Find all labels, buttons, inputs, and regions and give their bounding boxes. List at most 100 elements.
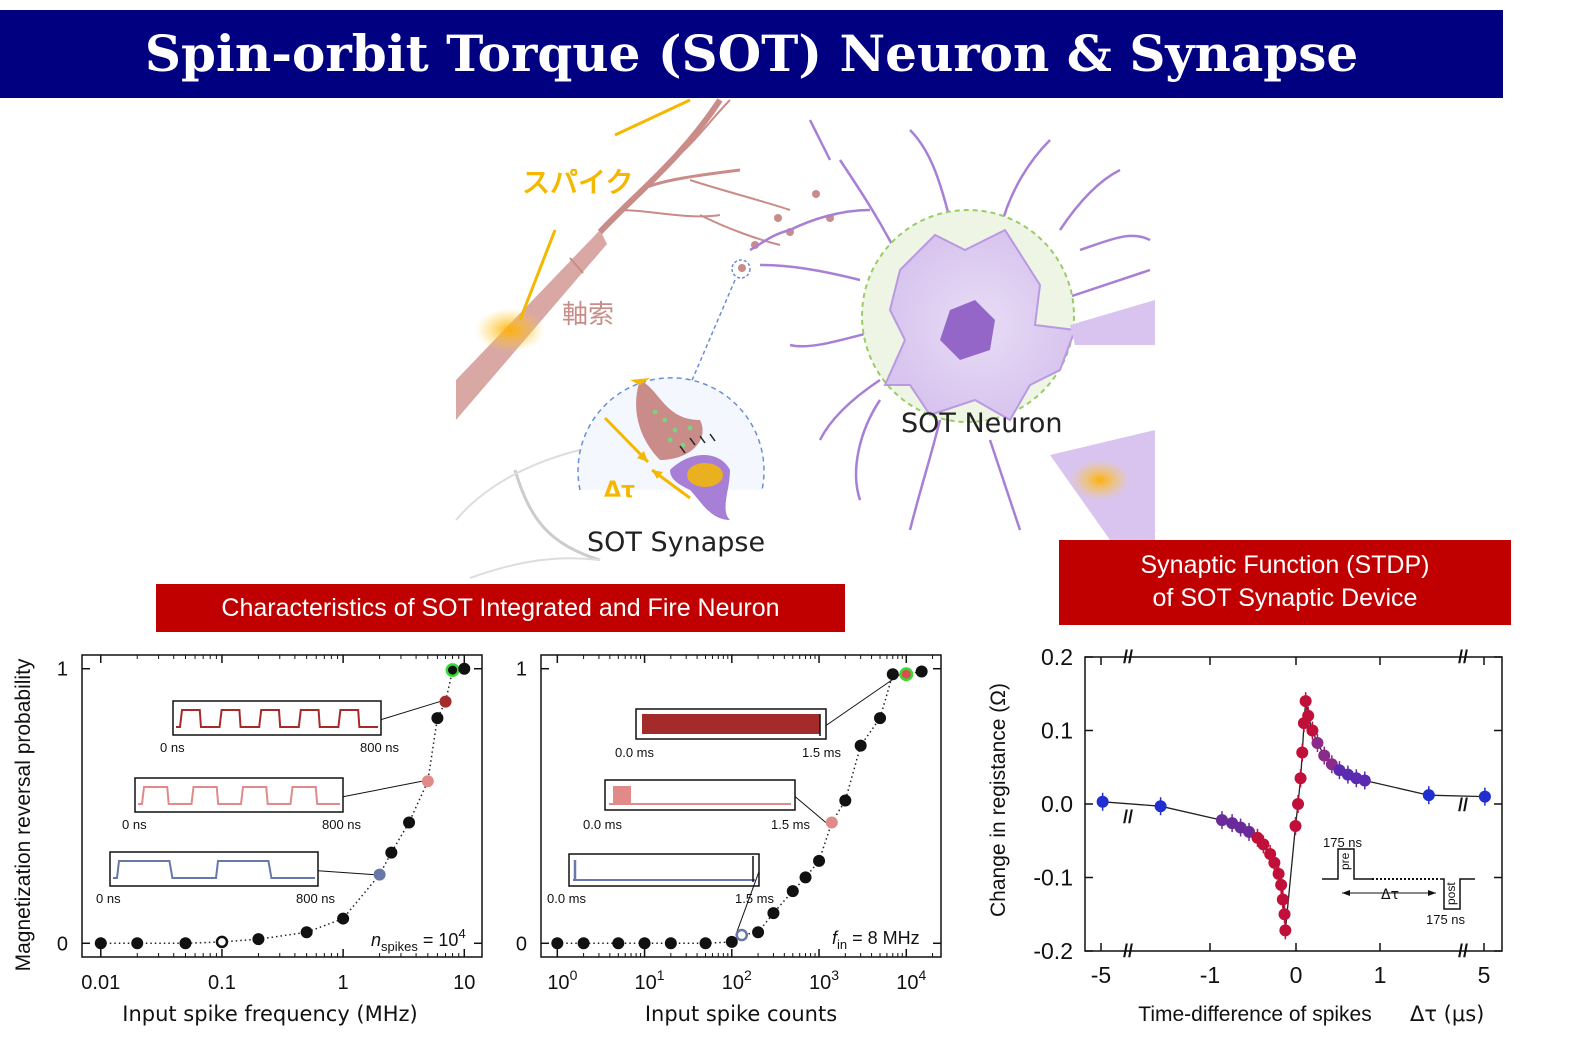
inset-trace — [613, 786, 631, 804]
x-tick-label: 104 — [896, 967, 926, 994]
data-point — [825, 816, 838, 829]
data-point — [215, 935, 229, 949]
data-point — [1154, 800, 1167, 813]
data-point — [1478, 790, 1491, 803]
data-point — [1306, 724, 1319, 737]
inset-box — [568, 853, 760, 887]
y-tick-label: -0.2 — [1033, 938, 1073, 964]
data-point — [252, 933, 265, 946]
inset-end-label: 1.5 ms — [735, 891, 775, 906]
neuron-section-header: Characteristics of SOT Integrated and Fi… — [156, 584, 845, 632]
data-point — [1299, 695, 1312, 708]
y-tick-label: 0.0 — [1041, 791, 1073, 817]
chart1-frame — [81, 654, 483, 958]
inset-leader — [825, 673, 901, 726]
y-tick-label: 0.1 — [1041, 718, 1073, 744]
fit-curve — [1304, 700, 1485, 798]
inset-delta-label: Δτ — [1381, 887, 1399, 903]
inset-trace — [113, 860, 315, 879]
axis-break-mark: // — [1123, 941, 1133, 961]
inset-box — [134, 777, 344, 813]
data-point — [1296, 746, 1309, 759]
x-tick-label: 100 — [547, 967, 577, 994]
x-tick-label: 1 — [338, 972, 349, 994]
inset-leader — [735, 871, 760, 936]
data-point — [1279, 924, 1292, 937]
inset-trace — [176, 709, 378, 728]
page-title: Spin-orbit Torque (SOT) Neuron & Synapse — [144, 24, 1359, 83]
inset-start-label: 0.0 ms — [615, 745, 655, 760]
inset-start-label: 0 ns — [122, 817, 147, 832]
data-point — [664, 937, 677, 950]
y-tick-label: 0 — [57, 933, 68, 955]
chart2-annotation: fin = 8 MHz — [832, 928, 920, 952]
data-point — [752, 926, 765, 939]
inset-trace — [138, 786, 340, 805]
inset-leader — [317, 870, 374, 876]
chart3-ylabel: Change in registance (Ω) — [987, 683, 1010, 917]
data-point — [638, 937, 651, 950]
data-point — [1215, 814, 1228, 827]
data-point — [577, 937, 590, 950]
x-tick-label: 0.01 — [81, 972, 120, 994]
data-point — [431, 712, 444, 725]
pre-width-label: 175 ns — [1323, 835, 1363, 850]
data-point — [1257, 838, 1270, 851]
data-point — [1422, 789, 1435, 802]
inset-trace — [642, 714, 820, 734]
y-tick-label: 1 — [57, 659, 68, 681]
data-point — [94, 937, 107, 950]
data-point — [1302, 709, 1315, 722]
data-point — [699, 937, 712, 950]
data-point — [1272, 867, 1285, 880]
data-point — [813, 854, 826, 867]
data-point — [373, 868, 386, 881]
x-tick-label: 102 — [722, 967, 752, 994]
data-point — [337, 912, 350, 925]
data-point — [179, 937, 192, 950]
y-tick-label: 1 — [516, 659, 527, 681]
inset-leader — [342, 780, 422, 798]
x-tick-label: -5 — [1091, 962, 1111, 988]
synapse-label: SOT Synapse — [587, 527, 765, 558]
chart3-xlabel-symbol: Δτ (μs) — [1410, 1002, 1484, 1026]
fit-curve — [1284, 701, 1307, 931]
data-point — [1276, 893, 1289, 906]
inset-box — [604, 779, 796, 811]
title-banner: Spin-orbit Torque (SOT) Neuron & Synapse — [0, 10, 1503, 98]
x-tick-label: 5 — [1478, 962, 1491, 988]
data-point — [799, 871, 812, 884]
data-point — [448, 665, 458, 675]
data-point — [403, 816, 416, 829]
axis-break-mark: // — [1458, 795, 1468, 815]
data-point — [1289, 820, 1302, 833]
chart1-ylabel: Magnetization reversal probability — [12, 658, 35, 971]
spike-label: スパイク — [522, 166, 633, 199]
inset-end-label: 1.5 ms — [802, 745, 842, 760]
synapse-header-line2: of SOT Synaptic Device — [1152, 584, 1418, 612]
inset-end-label: 800 ns — [322, 817, 362, 832]
synapse-header-line1: Synaptic Function (STDP) — [1140, 551, 1430, 579]
neuron-label: SOT Neuron — [901, 408, 1063, 439]
data-point — [1278, 908, 1291, 921]
stdp-pulse-inset: 175 ns pre post 175 ns Δτ — [1322, 835, 1475, 927]
chart2-xlabel: Input spike counts — [645, 1002, 837, 1026]
data-point — [1096, 795, 1109, 808]
post-label: post — [1444, 882, 1458, 905]
spike-glow — [475, 308, 545, 352]
axis-break-mark: // — [1458, 941, 1468, 961]
data-point — [1318, 749, 1331, 762]
axis-break-mark: // — [1123, 647, 1133, 667]
data-point — [854, 739, 867, 752]
axon-label: 軸索 — [562, 300, 614, 330]
x-tick-label: 0.1 — [208, 972, 236, 994]
data-point — [300, 926, 313, 939]
inset-leader — [794, 796, 827, 823]
y-tick-label: -0.1 — [1033, 865, 1073, 891]
data-point — [439, 695, 452, 708]
chart2-frame — [540, 654, 942, 958]
y-tick-label: 0 — [516, 933, 527, 955]
data-point — [1358, 774, 1371, 787]
